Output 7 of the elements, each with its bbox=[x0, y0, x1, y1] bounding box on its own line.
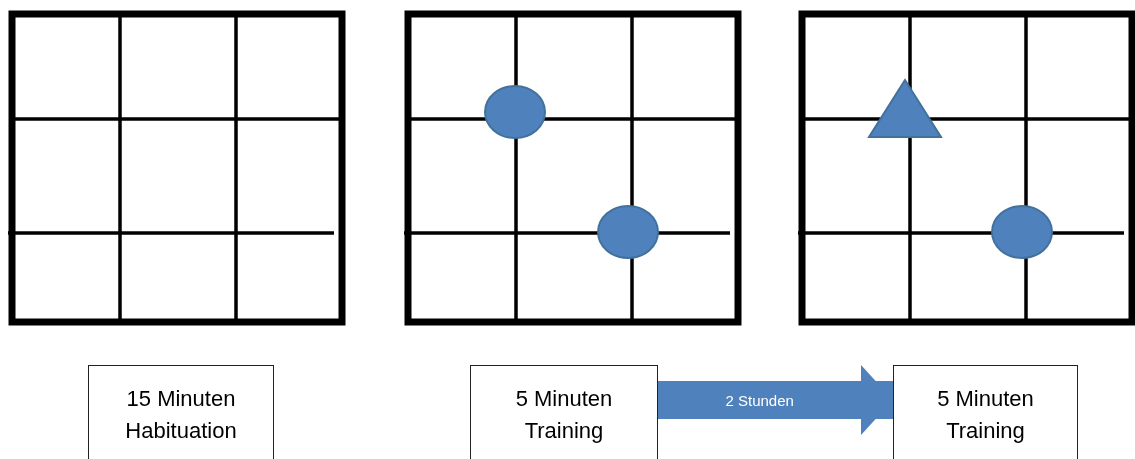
phase-box bbox=[893, 365, 1078, 459]
phase-box bbox=[470, 365, 658, 459]
phase-box bbox=[88, 365, 274, 459]
phase-text: 5 Minuten Training bbox=[936, 385, 1035, 445]
phase-text: 15 Minuten Habituation bbox=[124, 385, 238, 445]
phase-text: 5 Minuten Training bbox=[514, 385, 614, 445]
block-arrow bbox=[658, 365, 893, 435]
